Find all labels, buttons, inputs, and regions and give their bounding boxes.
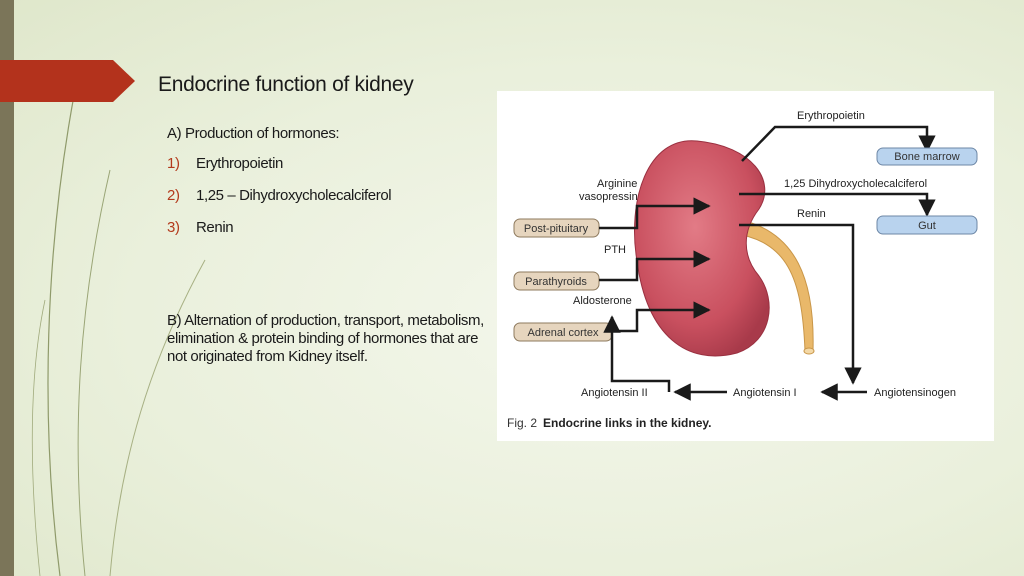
hormone-list: 1)Erythropoietin 2)1,25 – Dihydroxychole… bbox=[167, 155, 392, 251]
arrow-renin bbox=[739, 223, 862, 385]
label-aldosterone: Aldosterone bbox=[573, 295, 632, 307]
label-pth: PTH bbox=[604, 244, 626, 256]
title-arrow-marker bbox=[0, 60, 135, 102]
arrow-erythropoietin bbox=[741, 125, 936, 162]
list-item: 2)1,25 – Dihydroxycholecalciferol bbox=[167, 187, 392, 204]
label-angiotensin-2: Angiotensin II bbox=[581, 387, 648, 399]
label-bone-marrow: Bone marrow bbox=[894, 151, 959, 163]
slide-title: Endocrine function of kidney bbox=[158, 73, 414, 96]
arrow-aldosterone bbox=[612, 301, 711, 333]
label-post-pituitary: Post-pituitary bbox=[524, 223, 589, 235]
arrow-pth bbox=[599, 250, 711, 282]
list-item: 1)Erythropoietin bbox=[167, 155, 283, 172]
label-gut: Gut bbox=[918, 220, 936, 232]
label-angiotensin-1: Angiotensin I bbox=[733, 387, 797, 399]
section-b-paragraph: B) Alternation of production, transport,… bbox=[167, 312, 484, 365]
arrow-angiotensin-2-to-adrenal bbox=[603, 315, 671, 392]
label-vasopressin: vasopressin bbox=[579, 191, 638, 203]
list-item: 3)Renin bbox=[167, 219, 234, 236]
label-parathyroids: Parathyroids bbox=[525, 276, 587, 288]
label-arginine: Arginine bbox=[597, 178, 637, 190]
box-gut bbox=[876, 215, 978, 235]
section-a-heading: A) Production of hormones: bbox=[167, 125, 340, 142]
arrow-dihydroxy bbox=[739, 192, 936, 217]
ureter-end bbox=[803, 347, 815, 355]
arrow-vasopressin bbox=[599, 197, 711, 230]
left-accent-bar bbox=[0, 0, 14, 576]
label-erythropoietin: Erythropoietin bbox=[797, 110, 865, 122]
kidney-endocrine-figure: Erythropoietin Bone marrow 1,25 Dihydrox… bbox=[497, 91, 994, 441]
kidney-shape bbox=[634, 140, 770, 357]
label-dihydroxy: 1,25 Dihydroxycholecalciferol bbox=[784, 178, 927, 190]
label-adrenal-cortex: Adrenal cortex bbox=[528, 327, 599, 339]
label-angiotensinogen: Angiotensinogen bbox=[874, 387, 956, 399]
label-renin: Renin bbox=[797, 208, 826, 220]
box-bone-marrow bbox=[876, 147, 978, 166]
